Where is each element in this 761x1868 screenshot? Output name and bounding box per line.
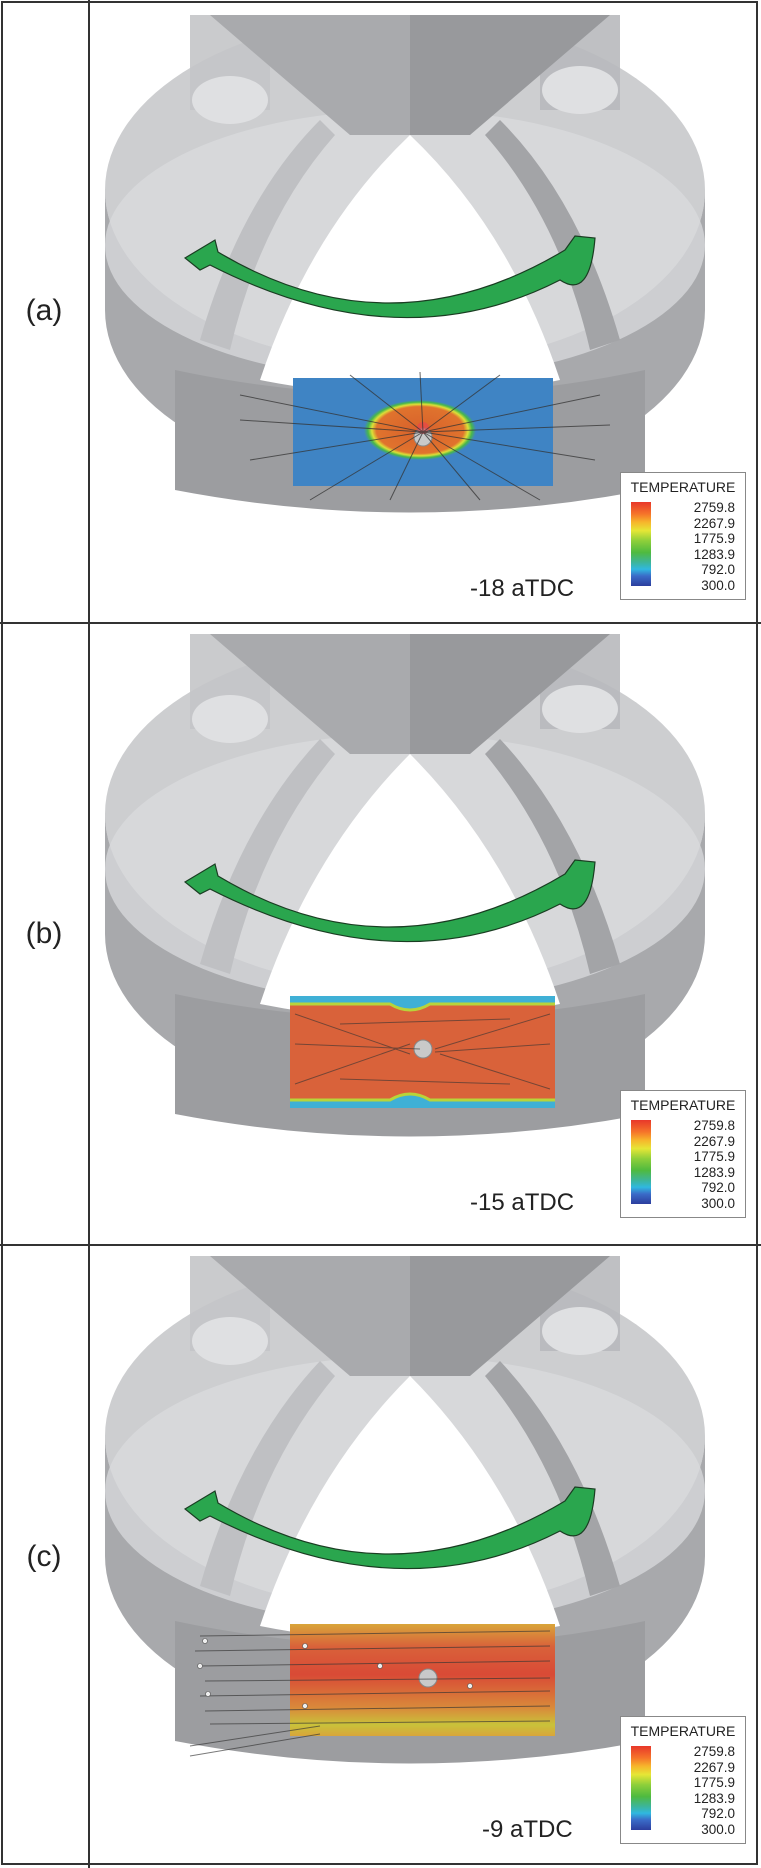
combustion-chamber-render [105, 15, 705, 513]
panel-row-a: (a) [0, 0, 761, 622]
simulation-panel: -15 aTDC TEMPERATURE 2759.8 2267.9 1775.… [90, 624, 761, 1244]
legend-title: TEMPERATURE [630, 479, 736, 495]
crank-angle-label: -15 aTDC [470, 1189, 575, 1216]
legend-value: 1283.9 [693, 1164, 735, 1180]
panel-label: (a) [25, 294, 63, 327]
simulation-panel: -9 aTDC TEMPERATURE 2759.8 2267.9 1775.9… [90, 1246, 761, 1868]
panel-label: (c) [26, 1540, 62, 1573]
crank-angle-label: -18 aTDC [470, 575, 575, 602]
legend-value: 792.0 [701, 1806, 735, 1821]
legend-title: TEMPERATURE [630, 1723, 736, 1739]
panel-row-c: (c) [0, 1244, 761, 1868]
color-scale-bar [631, 502, 651, 586]
legend-values: 2759.8 2267.9 1775.9 1283.9 792.0 300.0 [659, 500, 739, 593]
legend-value: 2267.9 [693, 1759, 735, 1775]
legend-value: 2267.9 [693, 515, 735, 531]
legend-value: 300.0 [701, 1821, 735, 1837]
label-cell: (a) [0, 0, 90, 622]
temperature-legend: TEMPERATURE 2759.8 2267.9 1775.9 1283.9 … [620, 472, 746, 600]
temperature-legend: TEMPERATURE 2759.8 2267.9 1775.9 1283.9 … [620, 1090, 746, 1218]
legend-value: 792.0 [701, 562, 735, 577]
simulation-panel: -18 aTDC TEMPERATURE 2759.8 2267.9 1775.… [90, 0, 761, 622]
panel-label: (b) [25, 917, 63, 950]
color-scale-bar [631, 1746, 651, 1830]
legend-value: 1775.9 [693, 531, 735, 546]
legend-value: 300.0 [701, 577, 735, 593]
legend-title: TEMPERATURE [630, 1097, 736, 1113]
legend-value: 2267.9 [693, 1133, 735, 1149]
combustion-chamber-render [105, 634, 705, 1137]
panel-row-b: (b) -1 [0, 622, 761, 1244]
label-cell: (c) [0, 1246, 90, 1868]
legend-values: 2759.8 2267.9 1775.9 1283.9 792.0 300.0 [659, 1118, 739, 1211]
legend-value: 1775.9 [693, 1775, 735, 1790]
legend-value: 300.0 [701, 1195, 735, 1211]
legend-value: 2759.8 [693, 1118, 735, 1133]
legend-value: 1283.9 [693, 546, 735, 562]
temperature-legend: TEMPERATURE 2759.8 2267.9 1775.9 1283.9 … [620, 1716, 746, 1844]
legend-value: 2759.8 [693, 1744, 735, 1759]
combustion-chamber-render [105, 1256, 705, 1764]
legend-value: 1283.9 [693, 1790, 735, 1806]
legend-value: 1775.9 [693, 1149, 735, 1164]
label-cell: (b) [0, 624, 90, 1244]
legend-value: 792.0 [701, 1180, 735, 1195]
legend-value: 2759.8 [693, 500, 735, 515]
crank-angle-label: -9 aTDC [482, 1816, 573, 1843]
legend-values: 2759.8 2267.9 1775.9 1283.9 792.0 300.0 [659, 1744, 739, 1837]
color-scale-bar [631, 1120, 651, 1204]
